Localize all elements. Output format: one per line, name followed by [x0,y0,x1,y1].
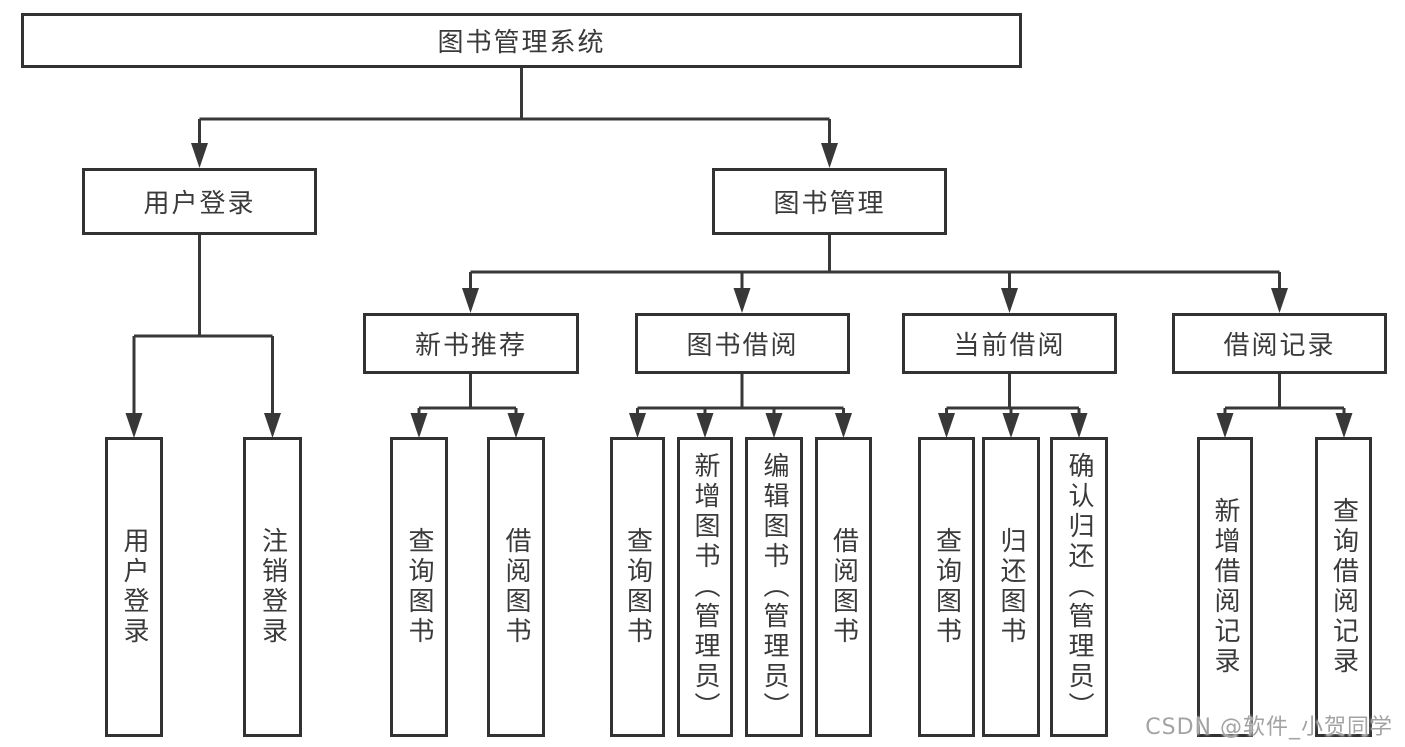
node-borrowing-records: 借阅记录 [1172,313,1387,374]
node-label: 新书推荐 [414,331,527,361]
node-label: 用户登录 [143,189,256,219]
node-label: 图书借阅 [686,331,799,361]
node-label: 新增借阅记录 [1210,497,1240,677]
node-label: 借阅图书 [501,527,531,647]
leaf-borrow-books-2: 借阅图书 [815,437,872,737]
leaf-user-login: 用户登录 [105,437,163,737]
leaf-confirm-return-admin: 确认归还（管理员） [1050,437,1108,737]
node-label: 借阅图书 [828,527,859,647]
leaf-query-borrow-record: 查询借阅记录 [1315,437,1372,737]
node-label: 确认归还（管理员） [1064,452,1094,722]
leaf-query-books-2: 查询图书 [610,437,665,737]
node-user-login: 用户登录 [82,168,317,235]
node-book-management: 图书管理 [712,168,947,235]
leaf-query-books-1: 查询图书 [390,437,448,737]
leaf-logout: 注销登录 [243,437,302,737]
node-label: 查询图书 [931,527,962,647]
node-current-borrowing: 当前借阅 [902,313,1117,374]
node-label: 注销登录 [257,527,288,647]
node-label: 查询图书 [622,527,653,647]
leaf-query-books-3: 查询图书 [918,437,975,737]
node-label: 借阅记录 [1223,331,1336,361]
arrowheads [125,143,1353,438]
node-label: 用户登录 [119,527,149,647]
node-label: 查询图书 [404,527,434,647]
leaf-return-books: 归还图书 [982,437,1040,737]
node-label: 图书管理系统 [437,28,606,58]
leaf-edit-books-admin: 编辑图书（管理员） [745,437,803,737]
csdn-watermark: CSDN @软件_小贺同学 [1145,715,1393,740]
node-new-book-recommend: 新书推荐 [363,313,579,374]
node-label: 编辑图书（管理员） [759,452,789,722]
node-label: 查询借阅记录 [1328,497,1359,677]
node-label: 当前借阅 [953,331,1066,361]
node-label: 图书管理 [773,189,886,219]
node-book-borrowing: 图书借阅 [635,313,850,374]
leaf-borrow-books-1: 借阅图书 [487,437,545,737]
leaf-add-borrow-record: 新增借阅记录 [1197,437,1253,737]
node-label: 新增图书（管理员） [690,452,720,722]
node-label: 归还图书 [996,527,1026,647]
leaf-add-books-admin: 新增图书（管理员） [677,437,733,737]
node-library-management-system: 图书管理系统 [21,13,1022,68]
